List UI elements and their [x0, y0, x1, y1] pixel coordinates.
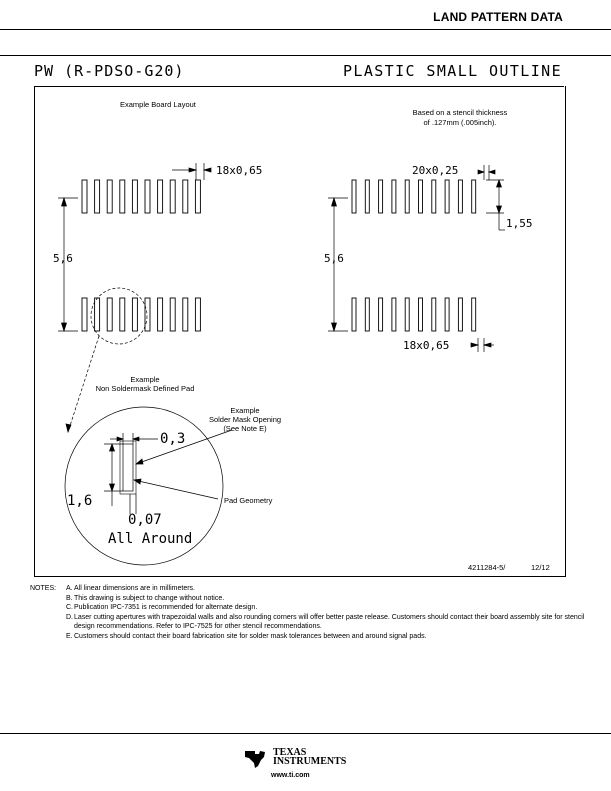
right-top-pad — [457, 179, 463, 214]
left-bottom-pad — [169, 297, 176, 332]
left-bottom-pad — [81, 297, 88, 332]
right-top-pad — [471, 179, 477, 214]
note-item: A.All linear dimensions are in millimete… — [66, 585, 195, 592]
right-pitch-label: 18x0,65 — [403, 339, 450, 352]
right-top-pad — [418, 179, 423, 214]
right-bottom-pad — [431, 297, 437, 332]
left-top-pad — [119, 179, 126, 214]
package-name: PW (R-PDSO-G20) — [34, 62, 185, 80]
header-rule — [0, 29, 611, 30]
left-top-pad — [182, 179, 189, 214]
left-top-pad — [106, 179, 113, 214]
right-bottom-pad — [364, 297, 370, 332]
note-item: D.Laser cutting apertures with trapezoid… — [66, 613, 585, 631]
stencil-note: Based on a stencil thickness of .127mm (… — [390, 108, 530, 128]
mask-note-line-3: (See Note E) — [223, 424, 267, 433]
clearance-label: 0,07 — [128, 512, 162, 528]
left-bottom-pad — [144, 297, 151, 332]
left-span-label: 5,6 — [53, 252, 73, 265]
note-item: C.Publication IPC-7351 is recommended fo… — [66, 604, 258, 611]
right-bottom-pad — [418, 297, 423, 332]
note-item: B.This drawing is subject to change with… — [66, 594, 225, 602]
pad-geometry-label: Pad Geometry — [224, 496, 273, 505]
drawing-revision: 12/12 — [531, 563, 550, 572]
page-header-title: LAND PATTERN DATA — [433, 10, 563, 24]
footer-rule — [0, 733, 611, 734]
footer-url: www.ti.com — [271, 772, 310, 779]
right-top-pad — [431, 179, 437, 214]
pad-title-line-1: Example — [130, 375, 160, 384]
ti-logo: TEXAS INSTRUMENTS www.ti.com — [243, 748, 353, 784]
left-bottom-pad — [182, 297, 189, 332]
right-top-pad — [364, 179, 370, 214]
ti-wordmark: TEXAS INSTRUMENTS — [273, 747, 347, 767]
package-type: PLASTIC SMALL OUTLINE — [342, 62, 562, 80]
left-top-pad — [94, 179, 101, 214]
note-item: E.Customers should contact their board f… — [66, 632, 427, 640]
right-span-label: 5,6 — [324, 252, 344, 265]
drawing-id: 4211284-5/ — [468, 563, 506, 572]
right-bottom-pad — [351, 297, 357, 332]
stencil-note-line-2: of .127mm (.005inch). — [423, 118, 497, 127]
notes-label: NOTES: — [30, 585, 57, 592]
all-around-label: All Around — [108, 531, 193, 547]
left-bottom-pad — [194, 297, 201, 332]
left-top-pad — [169, 179, 176, 214]
package-top-rule — [0, 55, 611, 56]
mask-note-line-1: Example — [230, 406, 260, 415]
right-top-pad — [404, 179, 410, 214]
left-top-pad — [81, 179, 88, 214]
pad-title-line-2: Non Soldermask Defined Pad — [95, 384, 195, 393]
right-top-pad — [351, 179, 357, 214]
right-bottom-pad — [404, 297, 410, 332]
left-bottom-pad — [157, 297, 164, 332]
left-top-pad — [144, 179, 151, 214]
board-layout-title: Example Board Layout — [120, 100, 196, 109]
right-width-label: 20x0,25 — [412, 164, 459, 177]
right-top-pad — [391, 179, 397, 214]
pad-title: Example Non Soldermask Defined Pad — [80, 375, 210, 393]
right-bottom-pad — [457, 297, 463, 332]
left-top-pad — [194, 179, 201, 214]
right-top-pad — [444, 179, 450, 214]
drawing-frame — [34, 86, 566, 577]
pad-height-label: 1,6 — [67, 493, 93, 509]
right-top-pad — [378, 179, 384, 214]
left-bottom-pad — [94, 297, 101, 332]
left-bottom-pad — [106, 297, 113, 332]
left-top-pad — [131, 179, 138, 214]
left-bottom-pad — [119, 297, 126, 332]
notes-block: NOTES: A.All linear dimensions are in mi… — [30, 584, 590, 641]
stencil-note-line-1: Based on a stencil thickness — [412, 108, 508, 117]
right-bottom-pad — [471, 297, 477, 332]
package-bottom-rule — [34, 86, 564, 87]
ti-state-icon — [245, 751, 265, 768]
right-bottom-pad — [391, 297, 397, 332]
pad-width-label: 0,3 — [160, 431, 186, 447]
left-bottom-pad — [131, 297, 138, 332]
right-bottom-pad — [444, 297, 450, 332]
left-top-pad — [157, 179, 164, 214]
right-length-label: 1,55 — [506, 217, 533, 230]
right-bottom-pad — [378, 297, 384, 332]
mask-opening-note: Example Solder Mask Opening (See Note E) — [200, 406, 290, 433]
mask-note-line-2: Solder Mask Opening — [208, 415, 282, 424]
left-pitch-label: 18x0,65 — [216, 164, 263, 177]
